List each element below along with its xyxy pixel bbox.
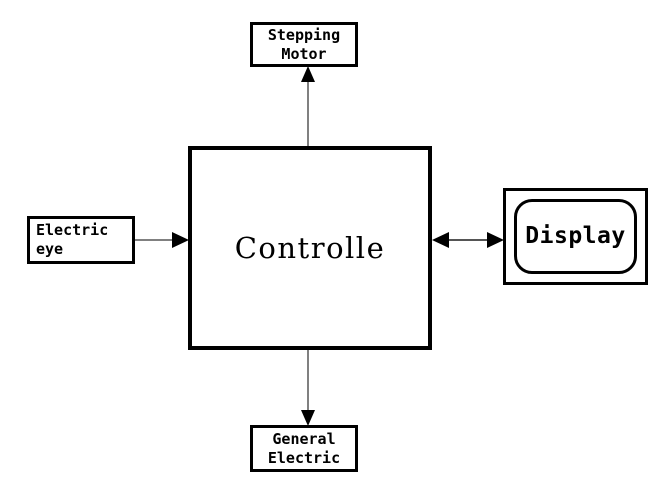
node-electric-eye[interactable]: Electric eye (27, 216, 135, 264)
general-electric-label-line2: Electric (267, 448, 341, 467)
display-inner-panel: Display (514, 199, 637, 274)
stepping-motor-label-line2: Motor (281, 44, 327, 63)
general-electric-label: General Electric (268, 430, 340, 468)
electric-eye-label-line1: Electric (36, 221, 109, 240)
controller-label: Controlle (234, 230, 386, 265)
general-electric-label-line1: General (272, 429, 336, 448)
display-label: Display (525, 223, 626, 249)
arrow-controller-to-stepping-motor (301, 66, 315, 146)
electric-eye-label: Electric eye (36, 221, 108, 259)
arrow-controller-to-general-electric (301, 350, 315, 426)
node-general-electric[interactable]: General Electric (250, 425, 358, 472)
arrow-electric-eye-to-controller (135, 232, 189, 248)
node-stepping-motor[interactable]: Stepping Motor (250, 22, 358, 67)
arrow-controller-to-display (432, 232, 504, 248)
electric-eye-label-line2: eye (36, 240, 64, 258)
node-controller[interactable]: Controlle (188, 146, 432, 350)
stepping-motor-label-line1: Stepping (267, 25, 341, 44)
node-display[interactable]: Display (503, 188, 648, 285)
stepping-motor-label: Stepping Motor (268, 26, 340, 64)
